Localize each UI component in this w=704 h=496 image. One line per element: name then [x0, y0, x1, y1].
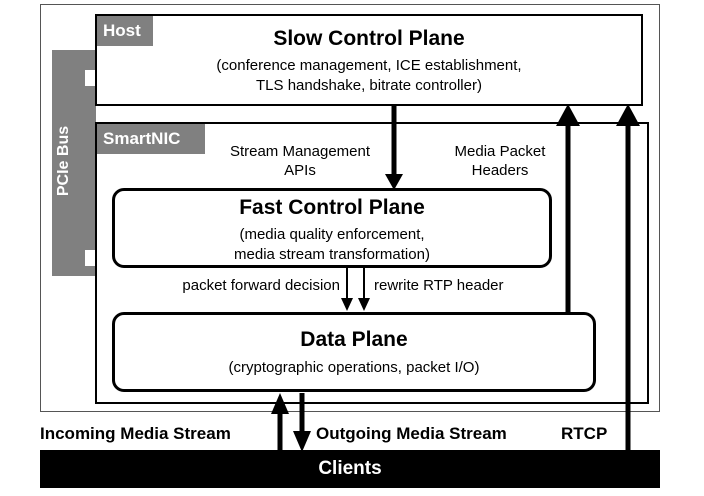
- fast-control-plane-box: [112, 188, 552, 268]
- rewrite-rtp-header-arrow: [358, 268, 370, 311]
- pcie-bus-bar: [52, 50, 96, 276]
- incoming-media-stream-label: Incoming Media Stream: [40, 424, 231, 443]
- incoming-media-stream-arrow: [271, 393, 289, 452]
- media-packet-headers-label-1: Media Packet: [454, 143, 546, 160]
- data-plane-subtitle: (cryptographic operations, packet I/O): [228, 359, 480, 376]
- pcie-bus-connector-top: [85, 70, 96, 86]
- data-plane-box: [112, 312, 596, 392]
- rtcp-arrow: [616, 104, 640, 452]
- media-packet-headers-arrow: [556, 104, 580, 314]
- packet-forward-decision-arrow: [341, 268, 353, 311]
- data-plane-title: Data Plane: [300, 328, 408, 351]
- host-tag: Host: [97, 16, 153, 46]
- smartnic-tag: SmartNIC: [97, 124, 205, 154]
- rewrite-rtp-header-label: rewrite RTP header: [374, 277, 504, 294]
- slow-control-plane-box: [95, 14, 643, 106]
- media-packet-headers-label-2: Headers: [471, 162, 529, 179]
- fast-control-plane-subtitle-1: (media quality enforcement,: [239, 226, 425, 243]
- fast-control-plane-title: Fast Control Plane: [239, 196, 425, 219]
- outer-frame: [40, 4, 660, 412]
- slow-control-plane-subtitle-1: (conference management, ICE establishmen…: [216, 57, 522, 74]
- clients-bar: Clients: [40, 450, 660, 488]
- rtcp-label: RTCP: [561, 424, 608, 443]
- pcie-bus-connector-bottom: [85, 250, 96, 266]
- slow-control-plane-subtitle-2: TLS handshake, bitrate controller): [256, 77, 482, 94]
- fast-control-plane-subtitle-2: media stream transformation): [234, 246, 430, 263]
- stream-management-arrow: [385, 106, 403, 190]
- outgoing-media-stream-label: Outgoing Media Stream: [316, 424, 507, 443]
- stream-management-label-1: Stream Management: [229, 143, 371, 160]
- outgoing-media-stream-arrow: [293, 393, 311, 452]
- packet-forward-decision-label: packet forward decision: [182, 277, 340, 294]
- stream-management-label-2: APIs: [284, 162, 316, 179]
- slow-control-plane-title: Slow Control Plane: [273, 27, 465, 50]
